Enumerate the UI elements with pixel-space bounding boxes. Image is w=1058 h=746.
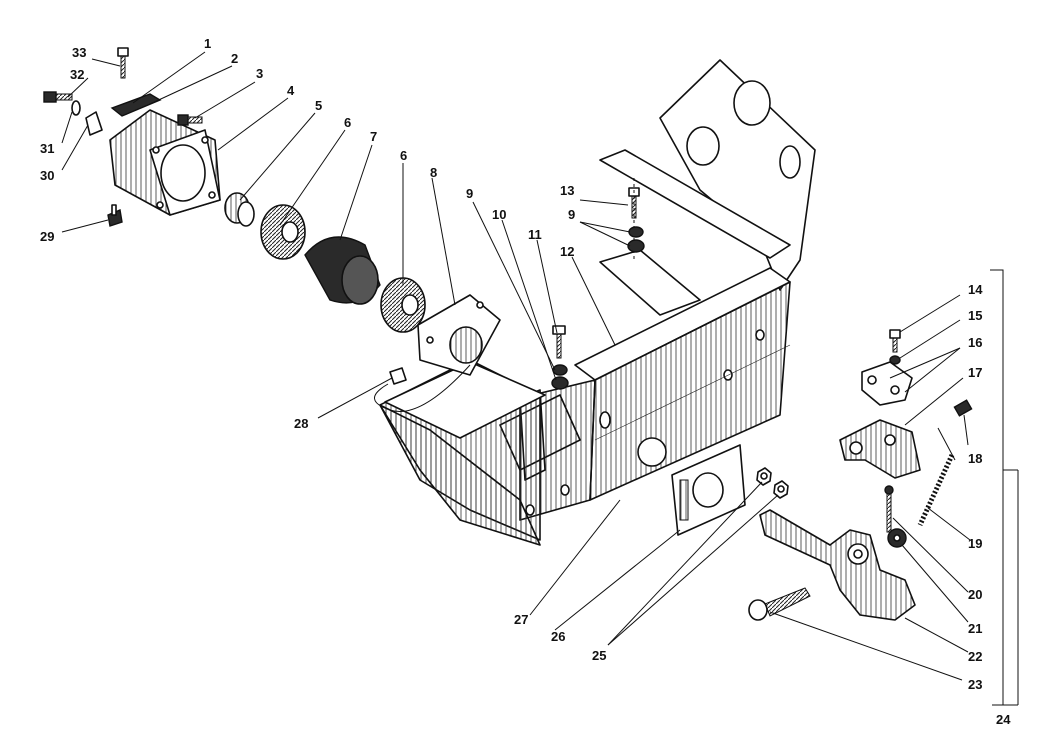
top-shelf-plate — [599, 249, 701, 316]
clip-30 — [85, 111, 103, 136]
box-small-hole-2 — [525, 504, 535, 516]
label-20: 20 — [968, 587, 982, 602]
group-bracket-24 — [990, 269, 1019, 706]
pin-20 — [884, 485, 894, 533]
box-large-hole — [637, 437, 667, 467]
label-32: 32 — [70, 67, 84, 82]
label-14: 14 — [968, 282, 983, 297]
label-19: 19 — [968, 536, 982, 551]
label-21: 21 — [968, 621, 982, 636]
label-6-left: 6 — [344, 115, 351, 130]
fitting-29 — [107, 204, 123, 227]
bolt-23 — [748, 587, 811, 621]
washers-9-top — [627, 226, 645, 253]
label-24: 24 — [996, 712, 1011, 727]
plate-hole-upper — [733, 80, 771, 126]
housing-17 — [839, 419, 921, 479]
label-11: 11 — [528, 227, 542, 242]
beam-slot — [599, 411, 611, 429]
label-18: 18 — [968, 451, 982, 466]
label-8: 8 — [430, 165, 437, 180]
frame-bracket — [379, 59, 816, 546]
lower-box-front — [379, 404, 541, 546]
washer-31 — [71, 100, 81, 116]
roller-7 — [304, 236, 381, 305]
bolt-33 — [117, 47, 129, 79]
beam-small-hole-2 — [755, 329, 765, 341]
label-23: 23 — [968, 677, 982, 692]
label-9-left: 9 — [466, 186, 473, 201]
spring-rod-19 — [917, 427, 956, 527]
bolt-11 — [552, 325, 566, 359]
bolt-3 — [177, 114, 203, 126]
bracket-16 — [861, 361, 913, 406]
plate-hole-middle — [686, 126, 720, 166]
label-4: 4 — [287, 83, 295, 98]
cover-plate-1-2 — [110, 93, 162, 117]
label-16: 16 — [968, 335, 982, 350]
label-29: 29 — [40, 229, 54, 244]
beam-edge-line — [594, 344, 791, 441]
leader-lines — [61, 51, 971, 681]
label-15: 15 — [968, 308, 982, 323]
label-28: 28 — [294, 416, 308, 431]
bolt-14 — [889, 329, 901, 353]
box-small-hole-1 — [560, 484, 570, 496]
label-26: 26 — [551, 629, 565, 644]
housing-3-4 — [109, 109, 221, 216]
label-10: 10 — [492, 207, 506, 222]
label-9-top: 9 — [568, 207, 575, 222]
label-3: 3 — [256, 66, 263, 81]
label-6-right: 6 — [400, 148, 407, 163]
label-33: 33 — [72, 45, 86, 60]
bolt-32 — [43, 91, 73, 103]
label-12: 12 — [560, 244, 574, 259]
label-5: 5 — [315, 98, 322, 113]
label-27: 27 — [514, 612, 528, 627]
pin-18 — [953, 399, 973, 417]
lower-box-top-face — [384, 361, 546, 439]
flange-8 — [417, 294, 501, 376]
nuts-25 — [756, 467, 789, 499]
label-17: 17 — [968, 365, 982, 380]
label-7: 7 — [370, 129, 377, 144]
fitting-28 — [374, 364, 471, 412]
washer-6-left — [260, 204, 306, 260]
bushing-5 — [224, 192, 255, 227]
label-1: 1 — [204, 36, 211, 51]
label-31: 31 — [40, 141, 54, 156]
part-labels: 33 1 2 3 32 4 5 6 7 31 6 8 30 13 9 10 9 … — [40, 36, 1011, 727]
plate-hole-lower — [779, 145, 801, 179]
nut-21 — [887, 528, 907, 548]
label-30: 30 — [40, 168, 54, 183]
label-13: 13 — [560, 183, 574, 198]
arm-22 — [759, 509, 916, 621]
washer-6-right — [380, 277, 426, 333]
label-25: 25 — [592, 648, 606, 663]
label-22: 22 — [968, 649, 982, 664]
washer-15 — [889, 355, 901, 365]
mounting-plate-26 — [671, 444, 746, 536]
label-2: 2 — [231, 51, 238, 66]
top-flat-plate — [599, 149, 791, 259]
